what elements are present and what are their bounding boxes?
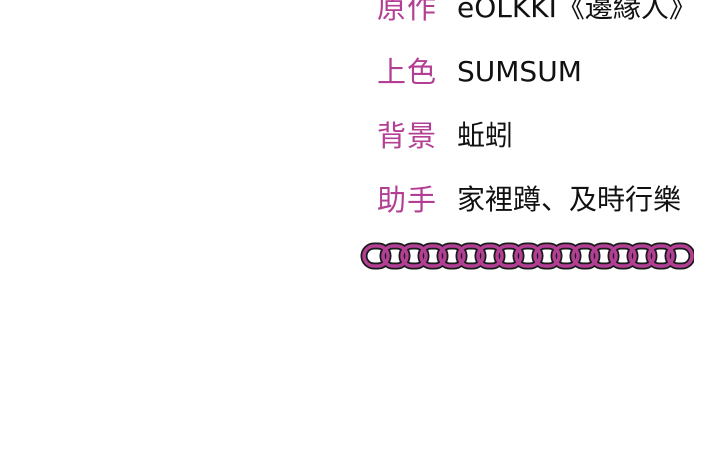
chain-link [438, 244, 466, 268]
credit-row-assistant: 助手 家裡蹲、及時行樂 [377, 180, 707, 244]
chain-link [381, 244, 409, 268]
chain-link [647, 244, 675, 268]
chain-link [457, 244, 485, 268]
chain-link [571, 244, 599, 268]
credits-list: 原作 eOLKKI《邊緣人》 上色 SUMSUM 背景 蚯蚓 助手 家裡蹲、及時… [377, 0, 707, 244]
credit-label: 背景 [377, 119, 438, 153]
credit-label: 原作 [377, 0, 438, 25]
chain-link [419, 244, 447, 268]
chain-link [533, 244, 561, 268]
credit-label: 助手 [377, 183, 438, 217]
credit-row-background: 背景 蚯蚓 [377, 116, 707, 180]
chain-link [609, 244, 637, 268]
chain-link [476, 244, 504, 268]
credit-row-original: 原作 eOLKKI《邊緣人》 [377, 0, 707, 52]
credit-value: eOLKKI《邊緣人》 [457, 0, 697, 24]
credit-row-coloring: 上色 SUMSUM [377, 52, 707, 116]
credit-value: 蚯蚓 [457, 119, 514, 152]
chain-border-icon [360, 242, 694, 270]
chain-link [400, 244, 428, 268]
credit-value: SUMSUM [457, 55, 582, 88]
chain-link [666, 244, 694, 268]
chain-link [514, 244, 542, 268]
chain-link [628, 244, 656, 268]
chain-link [495, 244, 523, 268]
chain-link [590, 244, 618, 268]
chain-link [552, 244, 580, 268]
chain-link [362, 244, 390, 268]
credit-label: 上色 [377, 55, 438, 89]
credit-value: 家裡蹲、及時行樂 [457, 183, 682, 216]
